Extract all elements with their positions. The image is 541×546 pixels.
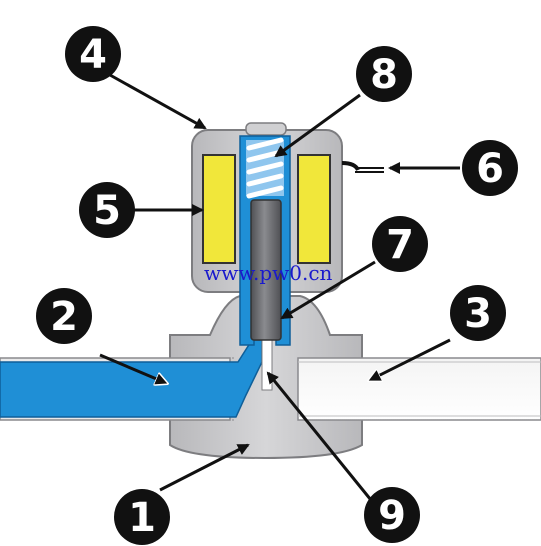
callout-8-label: 8 <box>370 52 398 98</box>
callout-3: 3 <box>450 285 506 341</box>
callout-1: 1 <box>114 489 170 545</box>
callout-9: 9 <box>364 487 420 543</box>
callout-5-label: 5 <box>93 188 121 234</box>
callout-4-label: 4 <box>79 32 107 78</box>
callout-6: 6 <box>462 140 518 196</box>
callout-3-label: 3 <box>464 291 492 337</box>
callout-1-label: 1 <box>128 495 156 541</box>
coil-left <box>202 154 236 264</box>
callout-2: 2 <box>36 288 92 344</box>
inlet-arrow <box>99 353 166 383</box>
housing-cap <box>245 122 287 136</box>
callout-8: 8 <box>356 46 412 102</box>
plunger <box>250 199 282 341</box>
callout-7-label: 7 <box>386 222 414 268</box>
callout-5: 5 <box>79 182 135 238</box>
orifice-seat <box>261 339 273 391</box>
callout-9-label: 9 <box>378 493 406 539</box>
callout-2-label: 2 <box>50 294 78 340</box>
outlet-arrow <box>370 338 451 380</box>
watermark-text: www.pw0.cn <box>204 261 333 285</box>
coil-right <box>297 154 331 264</box>
callout-6-label: 6 <box>476 146 504 192</box>
outlet-pipe <box>297 357 541 421</box>
callout-4: 4 <box>65 26 121 82</box>
leader-lines <box>109 73 460 506</box>
callout-7: 7 <box>372 216 428 272</box>
